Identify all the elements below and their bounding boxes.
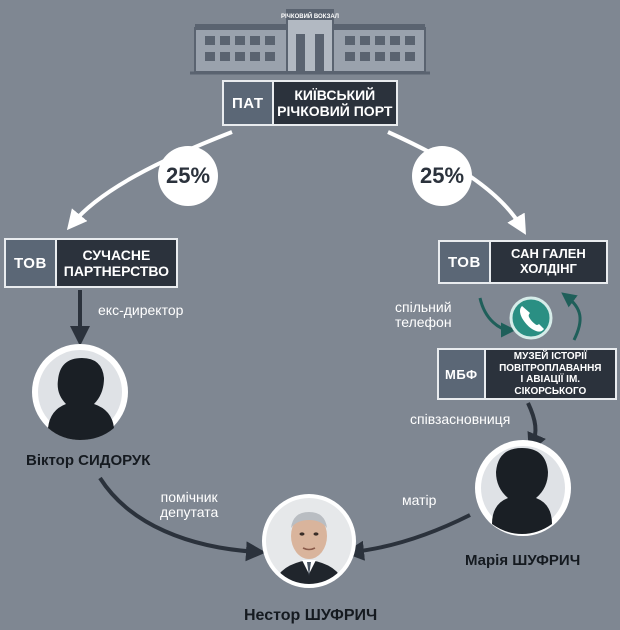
assistant-arrow — [98, 476, 266, 562]
museum-name: МУЗЕЙ ІСТОРІЇ ПОВІТРОПЛАВАННЯ І АВІАЦІЇ … — [483, 350, 615, 398]
mother-label: матір — [402, 492, 437, 508]
share-arrow-left — [66, 130, 233, 231]
cofounder-label: співзасновниця — [410, 411, 511, 427]
assistant-label: помічник депутата — [160, 489, 219, 521]
share-left-badge: 25% — [158, 146, 218, 206]
phone-arrow-out — [561, 292, 582, 341]
company-left-box: ТОВ СУЧАСНЕ ПАРТНЕРСТВО — [4, 238, 178, 288]
company-left-abbr: ТОВ — [6, 240, 55, 286]
cofounder-arrow — [526, 402, 546, 454]
person-name-nestor: Нестор ШУФРИЧ — [244, 607, 378, 624]
museum-abbr: МБФ — [439, 350, 484, 398]
ex-director-label: екс-директор — [98, 302, 184, 318]
building-icon — [190, 9, 430, 75]
port-name: КИЇВСЬКИЙ РІЧКОВИЙ ПОРТ — [271, 82, 396, 124]
sydoruk-silhouette-icon — [32, 344, 128, 440]
museum-box: МБФ МУЗЕЙ ІСТОРІЇ ПОВІТРОПЛАВАННЯ І АВІА… — [437, 348, 617, 400]
share-right-badge: 25% — [412, 146, 472, 206]
person-name-sydoruk: Віктор СИДОРУК — [26, 452, 151, 469]
port-abbr: ПАТ — [224, 82, 272, 124]
mother-arrow — [344, 513, 471, 561]
company-right-box: ТОВ САН ГАЛЕН ХОЛДІНГ — [438, 240, 608, 284]
company-right-name: САН ГАЛЕН ХОЛДІНГ — [488, 242, 606, 282]
port-box: ПАТ КИЇВСЬКИЙ РІЧКОВИЙ ПОРТ — [222, 80, 398, 126]
mariia-silhouette-icon — [475, 440, 571, 536]
nestor-portrait — [262, 494, 356, 588]
phone-arrow-in — [478, 297, 516, 338]
company-left-name: СУЧАСНЕ ПАРТНЕРСТВО — [54, 240, 176, 286]
person-name-mariia: Марія ШУФРИЧ — [465, 552, 581, 569]
building-sign: РІЧКОВИЙ ВОКЗАЛ — [281, 12, 339, 20]
shared-phone-label: спільний телефон — [395, 299, 452, 331]
company-right-abbr: ТОВ — [440, 242, 489, 282]
phone-icon — [509, 296, 553, 340]
